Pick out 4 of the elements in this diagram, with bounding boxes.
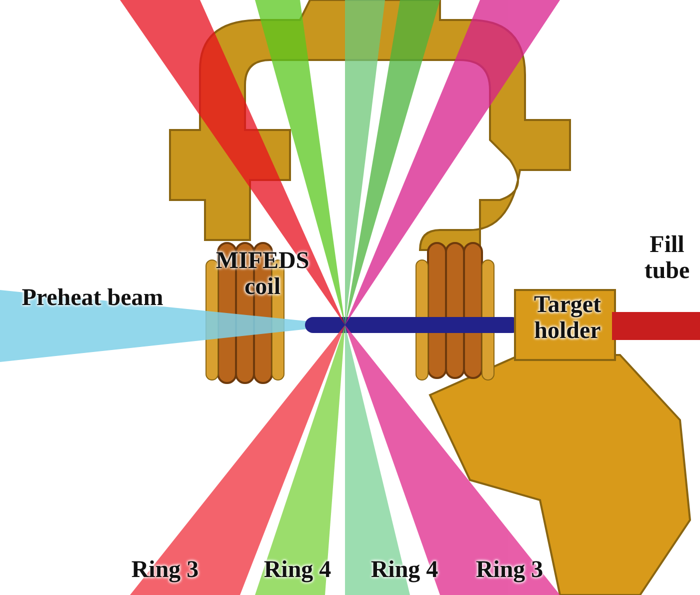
part-label: Fill tube <box>643 232 691 284</box>
beam-label: Ring 3 <box>474 557 544 583</box>
beam-label: Preheat beam <box>20 285 164 311</box>
part-label: Target holder <box>532 292 602 344</box>
